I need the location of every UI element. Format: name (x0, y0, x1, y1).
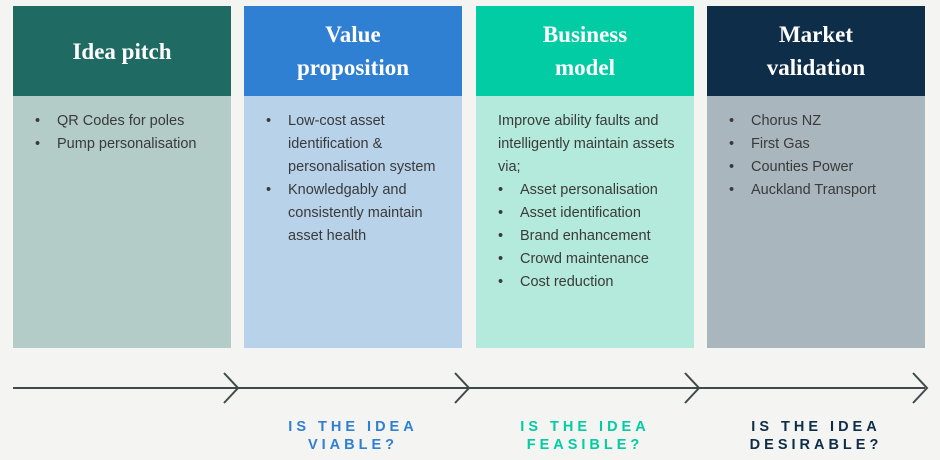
stage-header: Value proposition (244, 6, 462, 96)
stage-body: QR Codes for poles Pump personalisation (13, 96, 231, 348)
bullet-item: First Gas (729, 133, 915, 156)
chevron-right-icon (912, 372, 929, 404)
chevron-right-icon (684, 372, 701, 404)
stage-title: Value proposition (296, 22, 410, 80)
bullet-list: QR Codes for poles Pump personalisation (35, 110, 221, 156)
bullet-item: Chorus NZ (729, 110, 915, 133)
bullet-item: Asset personalisation (498, 179, 684, 202)
bullet-item: Crowd maintenance (498, 248, 684, 271)
stage-title: Market validation (766, 22, 866, 80)
stage-header: Market validation (707, 6, 925, 96)
stage-body: Low-cost asset identification & personal… (244, 96, 462, 348)
bullet-list: Low-cost asset identification & personal… (266, 110, 452, 248)
question-feasible: IS THE IDEA FEASIBLE? (520, 419, 650, 453)
stage-value-proposition: Value proposition Low-cost asset identif… (244, 6, 462, 348)
bullet-item: Brand enhancement (498, 225, 684, 248)
chevron-right-icon (223, 372, 240, 404)
stage-business-model: Business model Improve ability faults an… (476, 6, 694, 348)
bullet-item: Auckland Transport (729, 179, 915, 202)
question-desirable: IS THE IDEA DESIRABLE? (749, 419, 883, 453)
bullet-item: Knowledgably and consistently maintain a… (266, 179, 452, 248)
stage-idea-pitch: Idea pitch QR Codes for poles Pump perso… (13, 6, 231, 348)
bullet-item: Pump personalisation (35, 133, 221, 156)
chevron-right-icon (454, 372, 471, 404)
stage-body: Chorus NZ First Gas Counties Power Auckl… (707, 96, 925, 348)
bullet-item: Asset identification (498, 202, 684, 225)
timeline-arrow (13, 372, 929, 404)
question-viable: IS THE IDEA VIABLE? (288, 419, 418, 453)
bullet-item: Cost reduction (498, 271, 684, 294)
stage-intro: Improve ability faults and intelligently… (498, 113, 675, 175)
bullet-list: Chorus NZ First Gas Counties Power Auckl… (729, 110, 915, 202)
stage-title: Idea pitch (72, 38, 172, 64)
bullet-item: Counties Power (729, 156, 915, 179)
stage-body: Improve ability faults and intelligently… (476, 96, 694, 348)
stage-header: Business model (476, 6, 694, 96)
bullet-list: Asset personalisation Asset identificati… (498, 179, 684, 294)
stage-title: Business model (542, 22, 628, 80)
stage-header: Idea pitch (13, 6, 231, 96)
bullet-item: Low-cost asset identification & personal… (266, 110, 452, 179)
stage-market-validation: Market validation Chorus NZ First Gas Co… (707, 6, 925, 348)
bullet-item: QR Codes for poles (35, 110, 221, 133)
